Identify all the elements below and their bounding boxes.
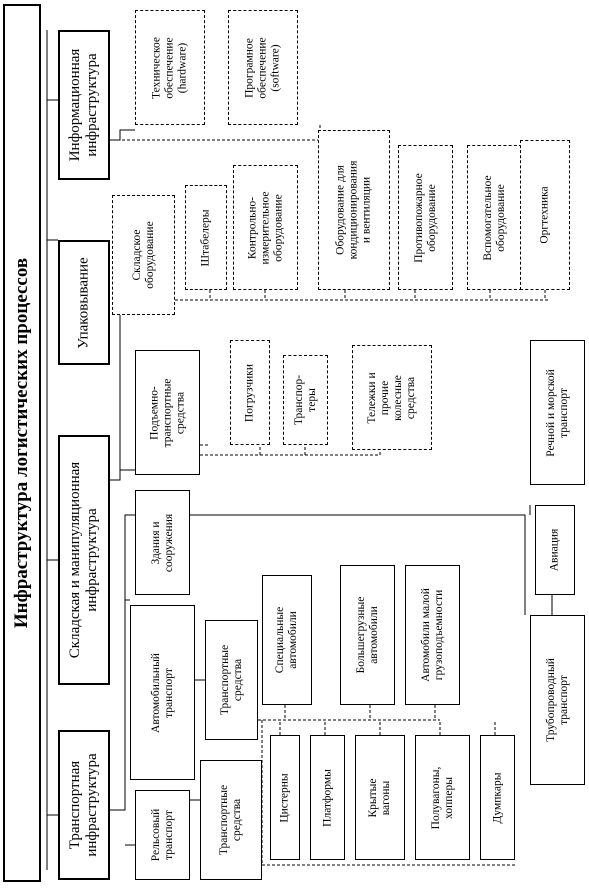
node-office-equipment: Оргтехника — [520, 140, 570, 290]
node-gondolas: Полувагоны, хопперы — [415, 735, 470, 860]
node-conveyors: Транспор- теры — [283, 355, 328, 445]
node-transport-infrastructure: Транспортная инфраструктура — [58, 730, 110, 880]
title-box: Инфраструктура логистических процессов — [3, 4, 41, 882]
node-warehouse-infrastructure: Складская и манипуляционная инфраструкту… — [58, 435, 110, 685]
node-covered-wagons: Крытые вагоны — [355, 735, 405, 860]
node-dump-cars: Думпкары — [480, 735, 515, 860]
node-loaders: Погрузчики — [230, 340, 270, 445]
node-fire-equipment: Противопожарное оборудование — [398, 145, 453, 290]
node-special-vehicles: Специальные автомобили — [262, 575, 312, 705]
node-auto-vehicles: Транспортные средства — [205, 620, 258, 740]
node-warehouse-equipment: Складское оборудование — [112, 195, 175, 315]
node-packaging: Упаковывание — [58, 240, 110, 365]
node-light-trucks: Автомобили малой грузоподъемности — [405, 565, 460, 705]
node-aviation: Авиация — [535, 505, 575, 595]
node-rail-vehicles: Транспортные средства — [200, 760, 262, 880]
node-heavy-trucks: Большегрузные автомобили — [340, 565, 395, 705]
node-platforms: Платформы — [310, 735, 345, 860]
node-software: Програмное обеспечение (software) — [228, 10, 298, 125]
node-auxiliary-equipment: Вспомогательное оборудование — [467, 145, 522, 290]
node-rail-transport: Рельсовый транспорт — [135, 790, 190, 880]
diagram-title: Инфраструктура логистических процессов — [11, 257, 32, 629]
node-information-infrastructure: Информационная инфраструктура — [58, 30, 110, 180]
node-auto-transport: Автомобильный транспорт — [130, 605, 195, 780]
node-carts: Тележки и прочие колесные средства — [352, 345, 432, 450]
node-cisterns: Цистерны — [270, 735, 300, 860]
node-control-equipment: Контрольно- измерительное оборудование — [233, 165, 298, 290]
node-river-sea-transport: Речной и морской транспорт — [530, 340, 585, 485]
node-hvac-equipment: Оборудование для кондиционирования и вен… — [318, 130, 390, 290]
node-stackers: Штабелеры — [185, 185, 227, 290]
node-hardware: Техническое обеспечение (hardware) — [135, 10, 205, 125]
node-buildings: Здания и сооружения — [135, 490, 190, 595]
node-pipeline-transport: Трубопроводный транспорт — [530, 615, 585, 785]
node-lifting-equipment: Подъемно- транспортные средства — [135, 350, 200, 475]
